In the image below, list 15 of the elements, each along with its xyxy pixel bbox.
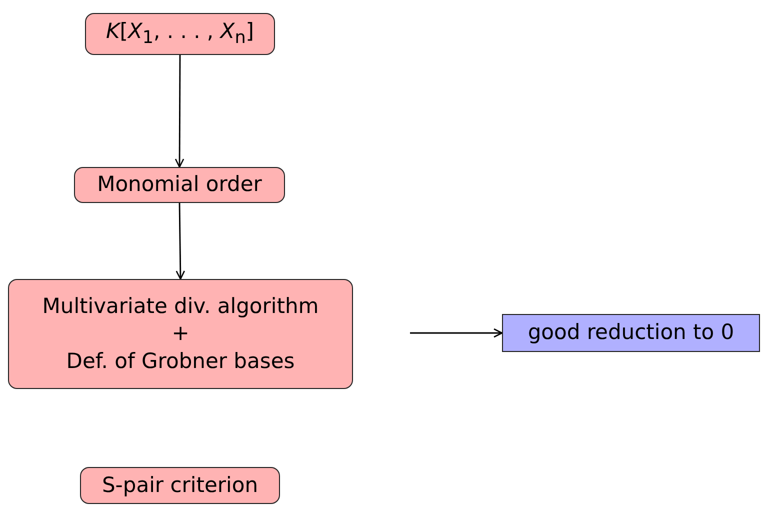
process-box <box>74 167 285 203</box>
process-box <box>502 314 760 352</box>
box-label: + <box>172 320 190 348</box>
arrow <box>176 203 186 280</box>
box-label: Monomial order <box>97 171 262 198</box>
process-box <box>80 467 280 504</box>
box-label: Multivariate div. algorithm <box>42 293 319 320</box>
box-label: K[X$_{1}$, . . . , X$_{n}$] <box>106 18 254 50</box>
process-box <box>8 279 353 389</box>
box-label: good reduction to 0 <box>528 319 734 346</box>
process-box <box>85 13 275 55</box>
box-label: S-pair criterion <box>102 472 258 499</box>
arrow <box>174 55 184 168</box>
box-label: Def. of Grobner bases <box>66 348 295 375</box>
arrow <box>410 328 503 338</box>
